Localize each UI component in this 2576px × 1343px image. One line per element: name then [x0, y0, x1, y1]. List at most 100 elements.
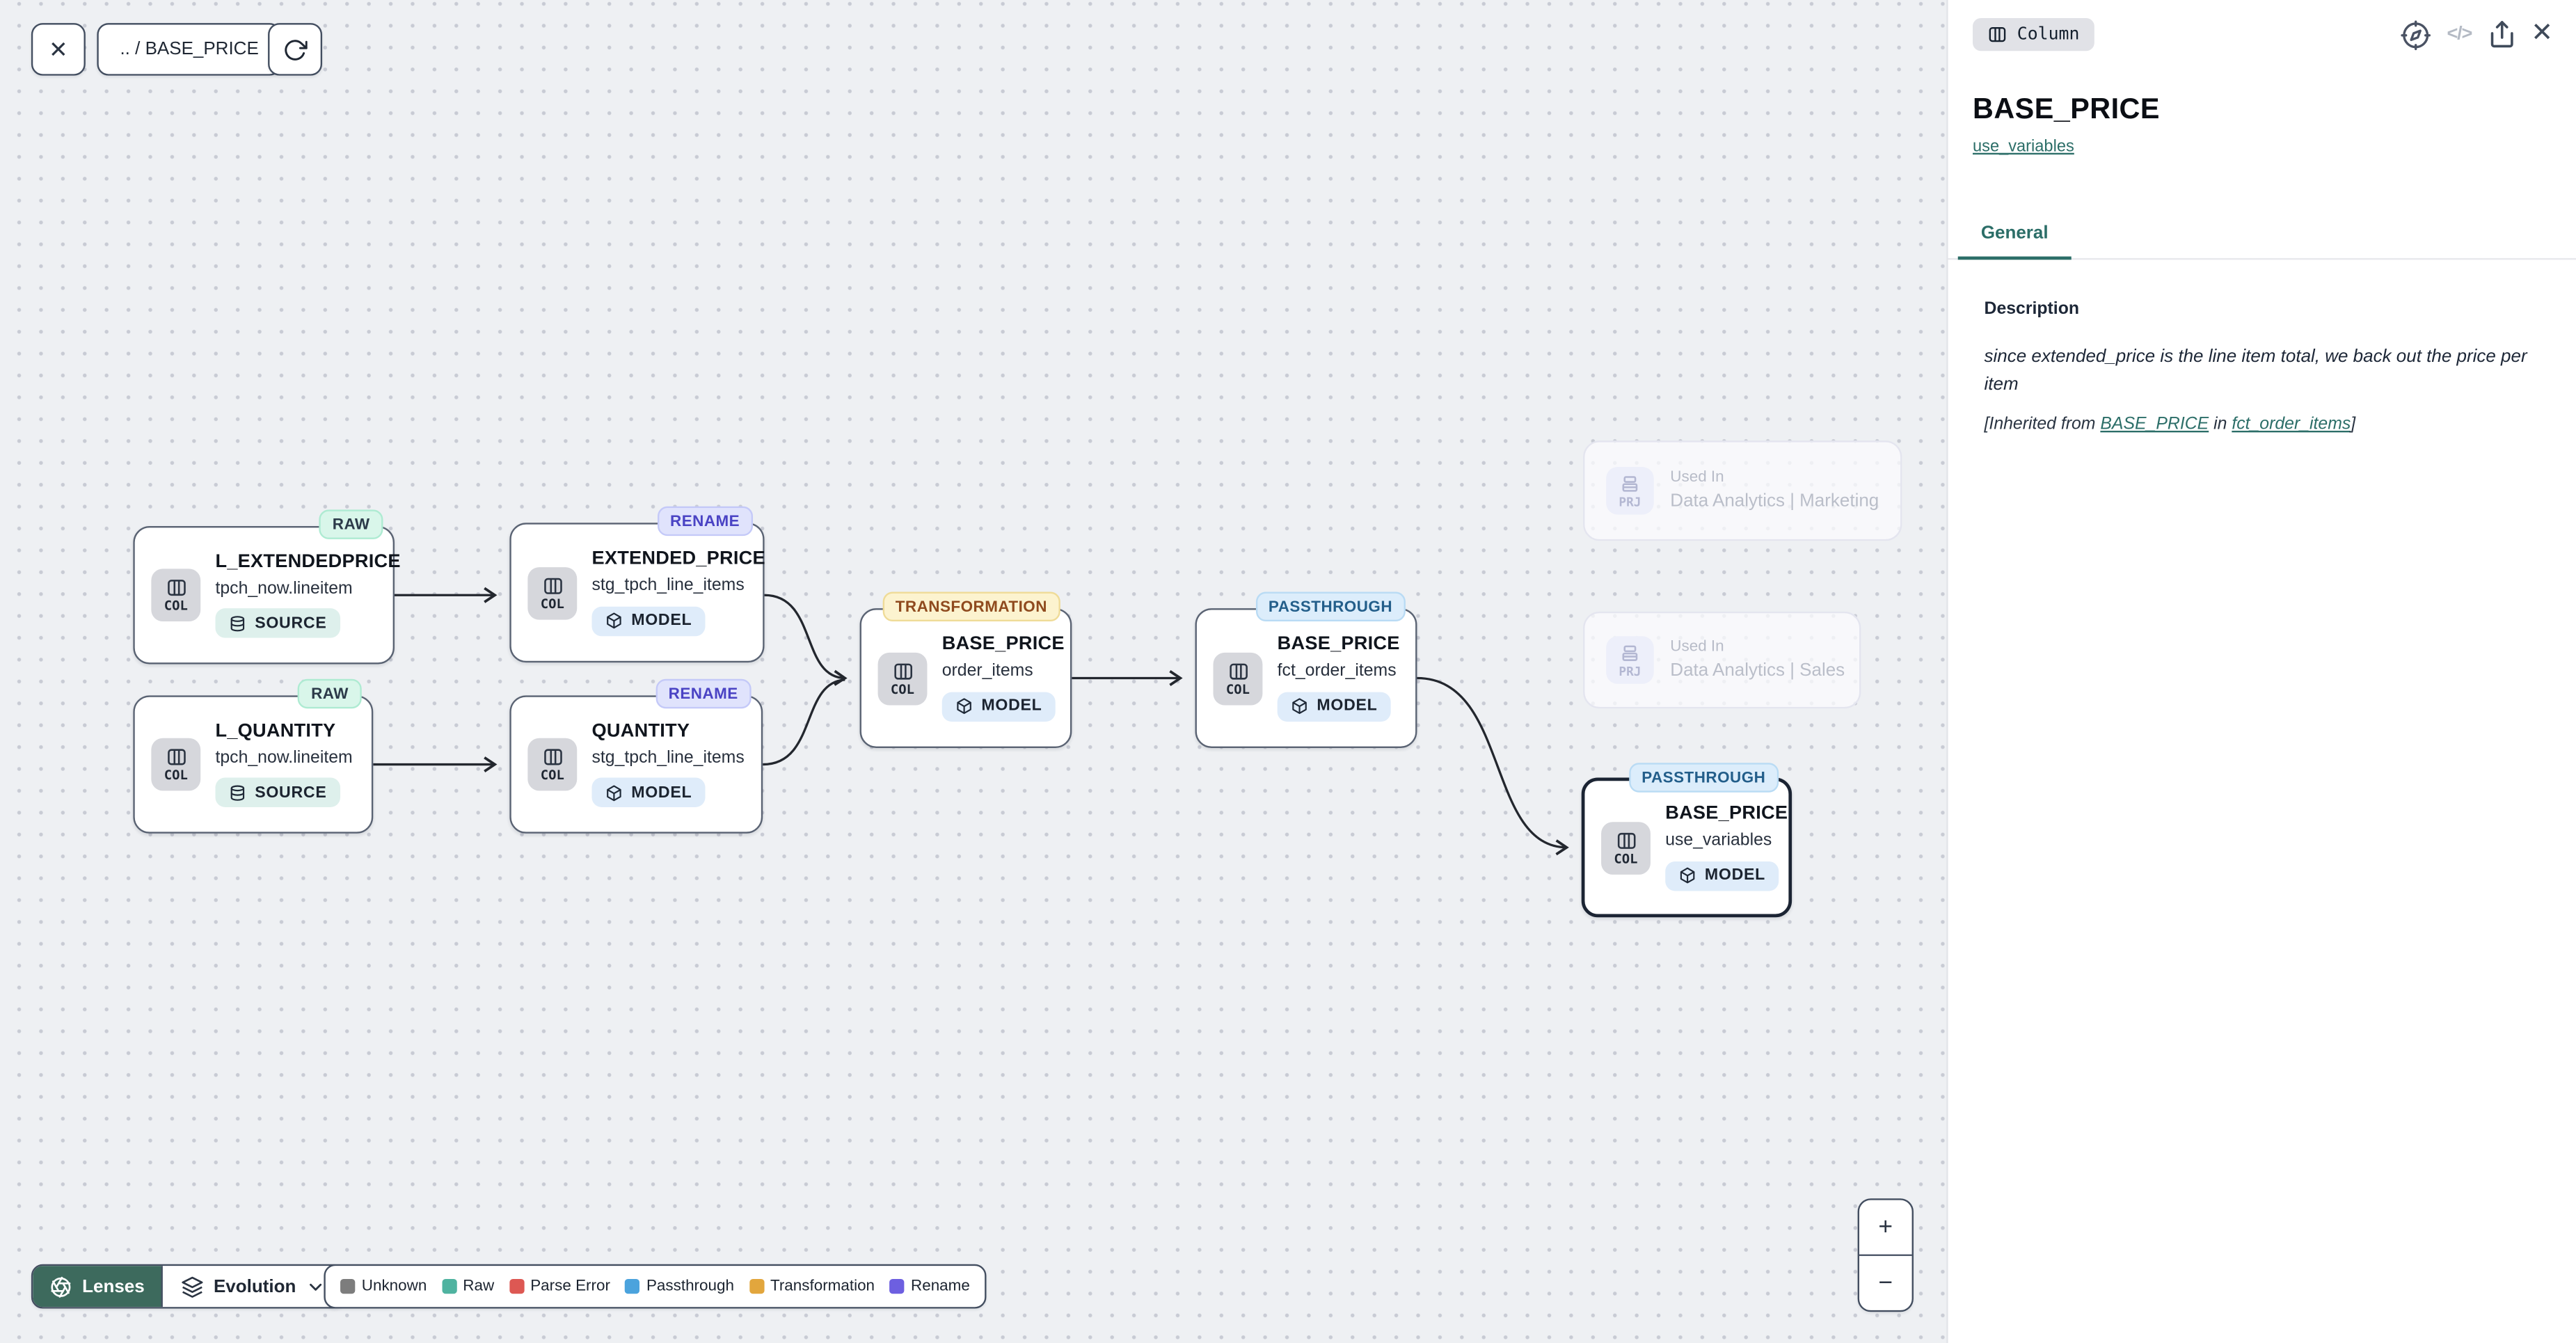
project-icon [1622, 475, 1638, 492]
column-chip: COL [1601, 821, 1651, 874]
used-in-name: Data Analytics | Marketing [1670, 491, 1879, 511]
node-base-price-order-items[interactable]: TRANSFORMATION COL BASE_PRICE order_item… [859, 591, 1072, 748]
columns-icon [1616, 832, 1635, 848]
used-in-node-marketing[interactable]: PRJ Used In Data Analytics | Marketing [1583, 440, 1902, 541]
legend-item: Parse Error [509, 1278, 610, 1296]
node-subtitle: tpch_now.lineitem [215, 578, 353, 598]
column-chip-label: COL [1225, 681, 1250, 697]
columns-icon [1989, 26, 2006, 42]
legend-label: Raw [463, 1277, 495, 1296]
code-button[interactable]: </> [2447, 24, 2472, 45]
columns-icon [543, 749, 562, 765]
details-panel: Column </> ✕ BASE_PRICE use_variables Ge… [1946, 0, 2576, 1343]
aperture-icon [51, 1276, 71, 1297]
legend-label: Rename [911, 1277, 970, 1296]
lenses-button[interactable]: Lenses [33, 1266, 161, 1308]
status-badge: PASSTHROUGH [1255, 591, 1406, 622]
columns-icon [543, 577, 562, 594]
cube-icon [607, 785, 621, 802]
tab-general[interactable]: General [1957, 214, 2072, 260]
refresh-button[interactable] [268, 23, 323, 76]
lineage-canvas[interactable]: ✕ .. / BASE_PRICE RAW COL L_EXTENDEDPRIC… [0, 0, 1947, 1343]
used-in-name: Data Analytics | Sales [1670, 660, 1845, 681]
node-l-extendedprice[interactable]: RAW COL L_EXTENDEDPRICE tpch_now.lineite… [133, 509, 400, 665]
lens-mode-dropdown[interactable]: Evolution [161, 1266, 343, 1308]
legend-label: Unknown [361, 1277, 427, 1296]
compass-icon [2401, 19, 2432, 49]
node-l-quantity[interactable]: RAW COL L_QUANTITY tpch_now.lineitem SOU… [133, 678, 374, 834]
panel-tabs: General [1948, 214, 2576, 260]
status-badge: RENAME [655, 678, 752, 710]
entity-type-label: Column [2017, 24, 2080, 45]
node-type-label: SOURCE [255, 784, 327, 802]
used-in-label: Used In [1670, 468, 1724, 486]
column-chip-label: COL [1614, 850, 1638, 866]
inherited-note: [Inherited from BASE_PRICE in fct_order_… [1985, 415, 2552, 434]
cube-icon [607, 613, 621, 630]
node-extended-price[interactable]: RENAME COL EXTENDED_PRICE stg_tpch_line_… [509, 506, 765, 663]
cube-icon [957, 699, 971, 715]
edge-fctorderitems-usevariables [1417, 676, 1569, 856]
description-text: since extended_price is the line item to… [1984, 347, 2527, 395]
breadcrumb[interactable]: .. / BASE_PRICE [97, 23, 282, 76]
legend-item: Unknown [340, 1278, 427, 1296]
project-icon [1622, 644, 1638, 661]
node-base-price-use-variables[interactable]: PASSTHROUGH COL BASE_PRICE use_variables… [1581, 763, 1792, 918]
node-type-label: MODEL [981, 697, 1042, 716]
inherited-column-link[interactable]: BASE_PRICE [2100, 414, 2209, 434]
column-chip-label: COL [890, 681, 915, 697]
zoom-out-button[interactable]: − [1859, 1254, 1912, 1310]
project-chip: PRJ [1606, 636, 1654, 684]
edge-extendedprice-baseprice [764, 594, 848, 686]
status-badge: RAW [319, 509, 383, 540]
node-title: L_EXTENDEDPRICE [215, 551, 401, 572]
project-chip-label: PRJ [1619, 663, 1641, 679]
node-subtitle: fct_order_items [1277, 661, 1397, 681]
node-type-badge: SOURCE [215, 609, 340, 639]
status-badge: RENAME [657, 506, 754, 537]
legend-item: Raw [441, 1277, 495, 1296]
used-in-node-sales[interactable]: PRJ Used In Data Analytics | Sales [1583, 611, 1861, 709]
legend-swatch [509, 1279, 524, 1294]
node-base-price-fct-order-items[interactable]: PASSTHROUGH COL BASE_PRICE fct_order_ite… [1195, 591, 1417, 748]
node-type-label: MODEL [1317, 697, 1378, 716]
close-graph-button[interactable]: ✕ [31, 23, 86, 76]
legend-item: Passthrough [625, 1278, 734, 1296]
legend-swatch [889, 1279, 905, 1294]
panel-actions: </> ✕ [2401, 19, 2553, 50]
entity-type-badge: Column [1973, 17, 2094, 51]
node-type-badge: SOURCE [215, 778, 340, 809]
legend-item: Rename [889, 1278, 970, 1296]
inherited-model-link[interactable]: fct_order_items [2232, 414, 2351, 434]
compass-button[interactable] [2401, 19, 2432, 50]
node-subtitle: order_items [941, 661, 1033, 681]
close-panel-button[interactable]: ✕ [2531, 19, 2553, 48]
node-type-label: MODEL [631, 612, 692, 630]
columns-icon [1229, 662, 1247, 679]
status-badge: TRANSFORMATION [882, 591, 1060, 622]
model-link[interactable]: use_variables [1973, 138, 2074, 157]
node-title: L_QUANTITY [215, 721, 336, 741]
node-quantity[interactable]: RENAME COL QUANTITY stg_tpch_line_items … [509, 678, 763, 834]
edge-quantity-baseprice [763, 678, 845, 766]
panel-title: BASE_PRICE [1973, 92, 2160, 125]
node-type-badge: MODEL [591, 606, 706, 637]
inherited-suffix: ] [2351, 414, 2356, 434]
description-section: Description since extended_price is the … [1948, 260, 2576, 434]
zoom-in-button[interactable]: + [1878, 1213, 1893, 1241]
node-title: BASE_PRICE [1277, 635, 1400, 655]
database-icon [230, 785, 245, 801]
node-subtitle: stg_tpch_line_items [591, 747, 745, 768]
column-chip: COL [527, 738, 578, 791]
layers-icon [182, 1276, 203, 1297]
cube-icon [1292, 699, 1307, 715]
node-subtitle: use_variables [1665, 830, 1772, 851]
legend-label: Parse Error [530, 1277, 610, 1296]
node-type-badge: MODEL [941, 692, 1056, 722]
legend-item: Transformation [749, 1278, 875, 1296]
share-button[interactable] [2487, 19, 2517, 49]
column-chip: COL [1213, 651, 1263, 705]
project-chip: PRJ [1606, 466, 1654, 515]
panel-header: Column </> ✕ [1948, 0, 2576, 51]
